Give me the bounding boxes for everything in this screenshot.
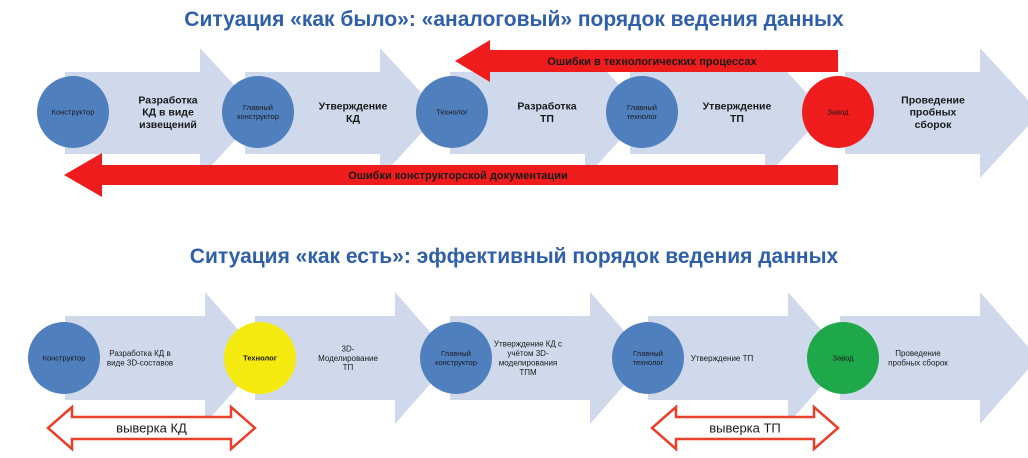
- role-circle: [606, 76, 678, 148]
- task-label: Утверждение ТП: [691, 354, 754, 363]
- check-arrow-kd-label: выверка КД: [116, 421, 187, 436]
- process-arrow: [65, 48, 260, 178]
- error-arrow-design-label: Ошибки конструкторской документации: [348, 170, 568, 182]
- role-circle: [222, 76, 294, 148]
- role-circle: [802, 76, 874, 148]
- process-arrow: [450, 48, 645, 178]
- process-arrow: [845, 48, 1028, 178]
- bottom-check-arrows: выверка КД выверка ТП: [46, 404, 840, 452]
- process-arrow: [245, 48, 440, 178]
- role-label: Конструктор: [52, 108, 95, 117]
- error-arrow-technology-label: Ошибки в технологических процессах: [547, 56, 757, 68]
- process-arrow: [648, 292, 846, 424]
- role-circle: [28, 322, 100, 394]
- role-label: Завод: [833, 354, 855, 363]
- process-arrow: [450, 292, 648, 424]
- error-arrow-design: [64, 153, 838, 197]
- bottom-section-title: Ситуация «как есть»: эффективный порядок…: [189, 245, 839, 268]
- error-arrow-technology: [455, 40, 838, 82]
- role-circle: [416, 76, 488, 148]
- role-circle: [224, 322, 296, 394]
- role-label: Конструктор: [43, 354, 86, 363]
- bottom-process-arrows: [65, 292, 1028, 424]
- process-arrow: [630, 48, 825, 178]
- check-arrow-tp: [650, 404, 840, 452]
- role-label: Технолог: [243, 354, 277, 363]
- process-arrow: [255, 292, 453, 424]
- role-circle: [807, 322, 879, 394]
- check-arrow-tp-label: выверка ТП: [709, 421, 781, 436]
- role-circle: [420, 322, 492, 394]
- role-circle: [612, 322, 684, 394]
- process-arrow: [840, 292, 1028, 424]
- role-label: Завод: [828, 108, 850, 117]
- role-circle: [37, 76, 109, 148]
- process-arrow: [65, 292, 263, 424]
- top-error-arrows: Ошибки в технологических процессахОшибки…: [64, 40, 838, 197]
- top-section-title: Ситуация «как было»: «аналоговый» порядо…: [184, 8, 844, 31]
- top-process-arrows: [65, 48, 1028, 178]
- check-arrow-kd: [46, 404, 257, 452]
- role-label: Технолог: [436, 108, 468, 117]
